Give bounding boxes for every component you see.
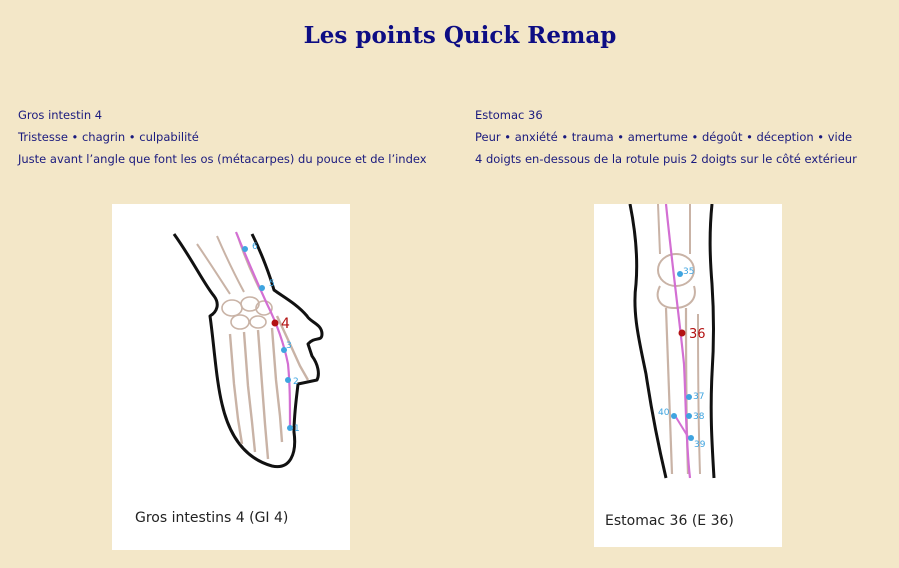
right-point-info: Estomac 36 Peur • anxiété • trauma • ame… (475, 104, 857, 170)
hand-point-1: 1 (294, 424, 300, 434)
hand-illustration: 6 5 3 2 1 4 Gros intestins 4 (GI 4) (112, 204, 350, 550)
leg-point-35: 35 (683, 267, 694, 277)
left-point-location: Juste avant l’angle que font les os (mét… (18, 152, 427, 166)
left-point-info: Gros intestin 4 Tristesse • chagrin • cu… (18, 104, 427, 170)
leg-point-37: 37 (693, 392, 704, 402)
hand-point-6: 6 (252, 242, 258, 252)
leg-point-38: 38 (693, 412, 705, 422)
hand-point-3: 3 (286, 341, 292, 351)
leg-illustration: 35 37 38 39 40 36 Estomac 36 (E 36) (594, 204, 782, 547)
leg-point-39: 39 (694, 440, 706, 450)
hand-caption: Gros intestins 4 (GI 4) (135, 510, 289, 526)
leg-point-40: 40 (658, 408, 670, 418)
left-point-name: Gros intestin 4 (18, 108, 103, 122)
left-point-emotions: Tristesse • chagrin • culpabilité (18, 130, 199, 144)
leg-caption: Estomac 36 (E 36) (605, 513, 734, 529)
page-title: Les points Quick Remap (303, 22, 617, 49)
leg-drawing: 35 37 38 39 40 36 (628, 204, 716, 479)
hand-point-2: 2 (293, 377, 299, 387)
right-point-emotions: Peur • anxiété • trauma • amertume • dég… (475, 130, 853, 144)
hand-point-5: 5 (269, 279, 275, 289)
hand-drawing: 6 5 3 2 1 4 (172, 231, 324, 469)
right-point-name: Estomac 36 (475, 108, 543, 122)
leg-point-36: 36 (689, 327, 706, 342)
hand-point-4: 4 (281, 316, 290, 332)
right-point-location: 4 doigts en-dessous de la rotule puis 2 … (475, 152, 857, 166)
